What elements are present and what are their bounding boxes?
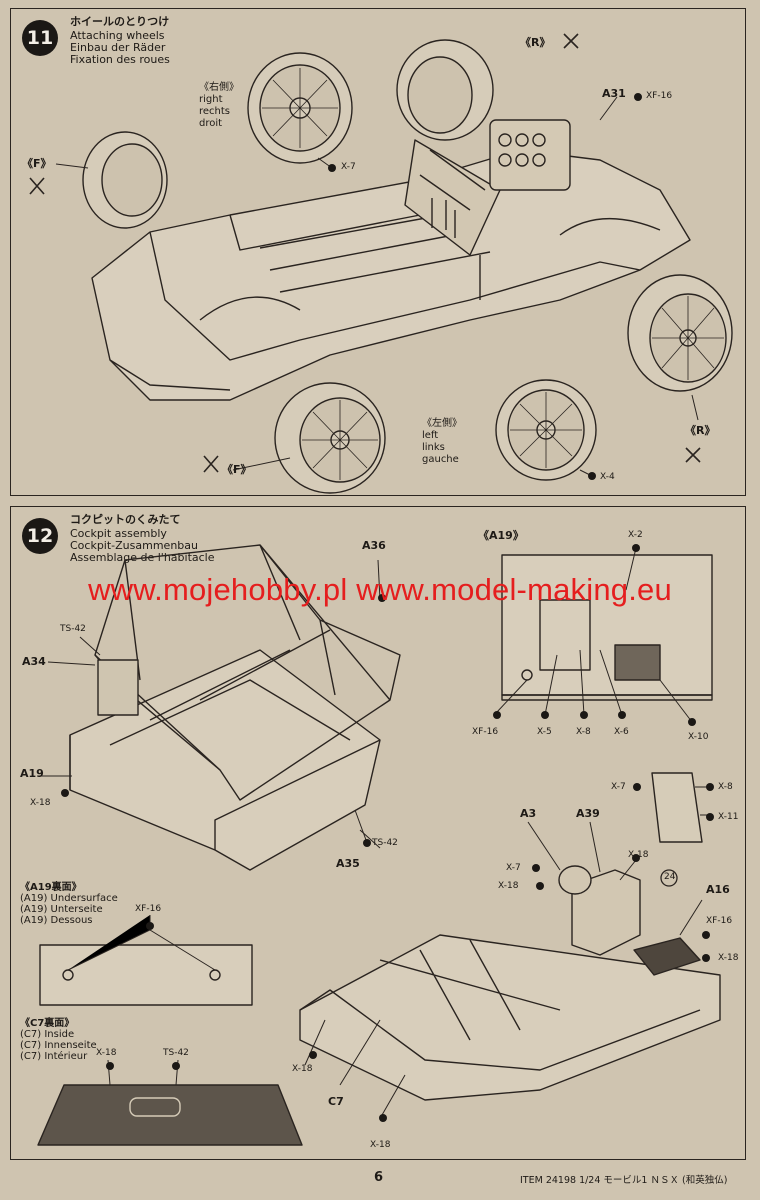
label-r-top: 《R》 [520,36,551,49]
label-a16: A16 [706,883,730,896]
label-x5: X-5 [537,727,552,737]
step-11-title-fr: Fixation des roues [70,53,170,66]
label-x7-wheel: X-7 [341,162,356,172]
label-x18-left: X-18 [30,798,51,808]
label-x11: X-11 [718,812,739,822]
step-11-title-jp: ホイールのとりつけ [70,15,170,28]
c7-inside-caption: 《C7裏面》 (C7) Inside (C7) Innenseite (C7) … [20,1018,97,1062]
label-a19: A19 [20,767,44,780]
label-xf16-underside: XF-16 [135,904,162,914]
label-f-top: 《F》 [22,157,52,170]
label-a36: A36 [362,539,386,552]
label-x7-a3: X-7 [506,863,521,873]
label-x8-pedal: X-8 [718,782,733,792]
step-11-number: 11 [22,20,58,56]
label-ts42-top: TS-42 [60,624,86,634]
label-x4-wheel: X-4 [600,472,615,482]
label-x18-a3: X-18 [498,881,519,891]
label-c7: C7 [328,1095,344,1108]
label-x18-bottom-left: X-18 [292,1064,313,1074]
step-12-number: 12 [22,518,58,554]
label-ref-24: 24 [664,872,676,882]
label-f-bottom: 《F》 [222,463,252,476]
step-12-title-de: Cockpit-Zusammenbau [70,539,198,552]
label-ts42-c7: TS-42 [163,1048,189,1058]
label-x6: X-6 [614,727,629,737]
label-x18-bottom: X-18 [370,1140,391,1150]
step-11-heading: ホイールのとりつけ Attaching wheels Einbau der Rä… [70,16,170,66]
step-12-title-jp: コクピットのくみたて [70,513,181,526]
step-12-panel [10,506,746,1160]
right-side-label: 《右側》 right rechts droit [199,82,239,129]
label-x10: X-10 [688,732,709,742]
label-x18-a39: X-18 [628,850,649,860]
step-11-title-en: Attaching wheels [70,29,165,42]
watermark-urls: www.mojehobby.pl www.model-making.eu [88,572,672,607]
label-a39: A39 [576,807,600,820]
label-a31: A31 [602,87,626,100]
label-x7-pedal: X-7 [611,782,626,792]
a19-underside-caption: 《A19裏面》 (A19) Undersurface (A19) Unterse… [20,882,118,926]
label-x8-inset: X-8 [576,727,591,737]
label-xf16-a16: XF-16 [706,916,733,926]
label-a35: A35 [336,857,360,870]
label-ts42-mid: TS-42 [372,838,398,848]
label-a34: A34 [22,655,46,668]
step-11-title-de: Einbau der Räder [70,41,166,54]
label-a19-inset: 《A19》 [478,529,524,542]
step-11-chassis-drawing [29,33,733,494]
label-x2: X-2 [628,530,643,540]
label-x18-c7: X-18 [96,1048,117,1058]
page-number: 6 [374,1170,384,1185]
label-a3: A3 [520,807,537,820]
step-11-panel [10,8,746,496]
left-side-label: 《左側》 left links gauche [422,418,462,465]
label-xf16-inset: XF-16 [472,727,499,737]
label-xf16-a31: XF-16 [646,91,673,101]
item-number: ITEM 24198 1/24 モービル1 ＮＳＸ (和英独仏) [520,1175,728,1186]
label-r-right: 《R》 [685,424,716,437]
label-x18-a16: X-18 [718,953,739,963]
step-12-title-en: Cockpit assembly [70,527,167,540]
